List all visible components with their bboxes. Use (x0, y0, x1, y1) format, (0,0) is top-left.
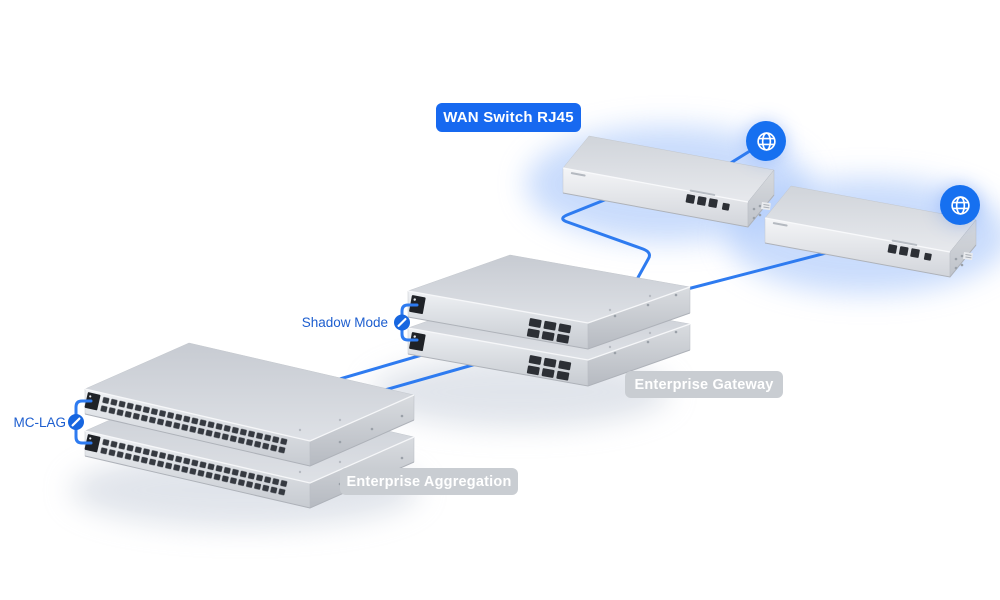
internet-globe-icon (746, 121, 786, 161)
shadow-mode-connector (394, 303, 419, 342)
wan2-gateway-link (666, 250, 832, 296)
wan-switch-rj45-badge: WAN Switch RJ45 (436, 103, 581, 132)
globe-glyph (756, 131, 776, 151)
globe-glyph (950, 195, 970, 215)
mclag-connector (68, 399, 93, 445)
mclag-label: MC-LAG (13, 415, 66, 430)
shadow-mode-label: Shadow Mode (301, 315, 388, 330)
wan1-gateway-link (561, 191, 651, 294)
internet-globe-icon (940, 185, 980, 225)
enterprise-gateway-badge: Enterprise Gateway (625, 371, 783, 398)
link-icon (394, 314, 410, 331)
enterprise-aggregation-badge: Enterprise Aggregation (340, 468, 518, 495)
link-icon (68, 414, 84, 430)
